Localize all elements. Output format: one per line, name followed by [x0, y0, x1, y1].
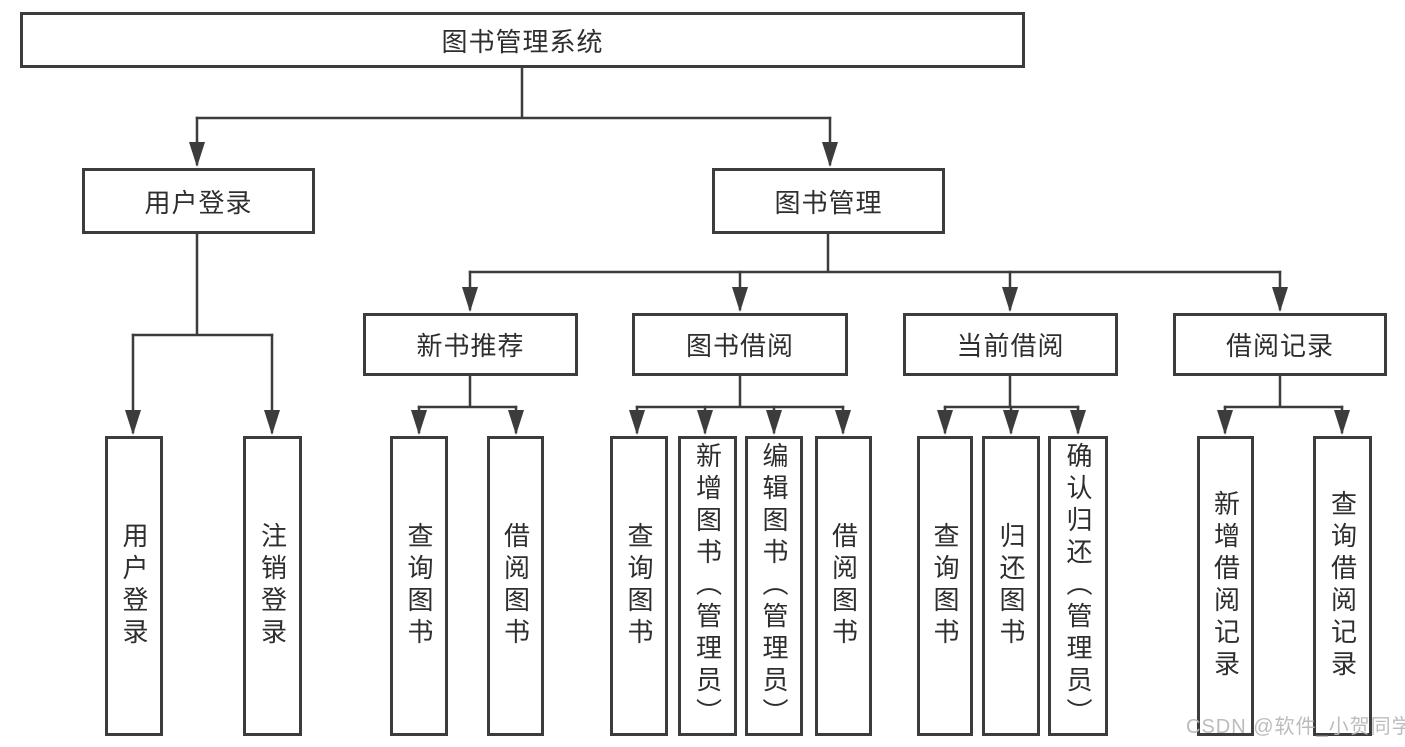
node-current-borrow-label: 当前借阅	[956, 331, 1065, 361]
node-book-borrow-label: 图书借阅	[685, 331, 794, 361]
node-borrow-records-label: 借阅记录	[1225, 331, 1334, 361]
node-leaf-bb-borrow-books: 借阅图书	[815, 436, 872, 736]
node-leaf-cb-confirm-return: 确认归还（管理员）	[1048, 436, 1108, 736]
node-leaf-bb-query-books-label: 查询图书	[624, 522, 654, 650]
node-leaf-bb-add-books: 新增图书（管理员）	[678, 436, 737, 736]
connector-book-mgmt-children	[462, 232, 1288, 312]
node-new-book-rec-label: 新书推荐	[416, 331, 525, 361]
node-leaf-cb-confirm-return-label: 确认归还（管理员）	[1063, 442, 1093, 730]
node-leaf-logout: 注销登录	[243, 436, 302, 736]
node-leaf-bb-edit-books-label: 编辑图书（管理员）	[759, 442, 789, 730]
connector-current-borrow-children	[937, 374, 1086, 435]
node-leaf-bb-borrow-books-label: 借阅图书	[828, 522, 859, 650]
connector-user-login-children	[125, 232, 280, 435]
connector-root-children	[189, 66, 838, 167]
node-new-book-rec: 新书推荐	[363, 313, 578, 376]
node-book-mgmt-label: 图书管理	[774, 187, 883, 218]
connector-new-book-rec-children	[411, 374, 524, 435]
node-leaf-rec-query-books: 查询图书	[390, 436, 448, 736]
connector-book-borrow-children	[629, 374, 851, 435]
node-root-label: 图书管理系统	[441, 26, 604, 57]
node-leaf-br-add-record: 新增借阅记录	[1197, 436, 1254, 736]
node-leaf-rec-query-books-label: 查询图书	[404, 522, 434, 650]
node-leaf-cb-return-books-label: 归还图书	[996, 522, 1026, 650]
node-leaf-rec-borrow-books-label: 借阅图书	[500, 522, 531, 650]
node-leaf-cb-return-books: 归还图书	[982, 436, 1040, 736]
node-leaf-bb-add-books-label: 新增图书（管理员）	[692, 442, 723, 730]
node-user-login: 用户登录	[82, 168, 315, 234]
node-leaf-logout-label: 注销登录	[257, 522, 288, 650]
node-leaf-cb-query-books-label: 查询图书	[930, 522, 960, 650]
node-current-borrow: 当前借阅	[903, 313, 1118, 376]
node-leaf-cb-query-books: 查询图书	[917, 436, 973, 736]
connector-borrow-records-children	[1217, 374, 1350, 435]
node-book-borrow: 图书借阅	[632, 313, 848, 376]
node-leaf-br-query-record: 查询借阅记录	[1313, 436, 1372, 736]
node-leaf-br-add-record-label: 新增借阅记录	[1210, 490, 1241, 682]
csdn-watermark: CSDN @软件_小贺同学	[1186, 716, 1405, 738]
node-book-mgmt: 图书管理	[712, 168, 945, 234]
node-leaf-rec-borrow-books: 借阅图书	[487, 436, 544, 736]
node-borrow-records: 借阅记录	[1173, 313, 1387, 376]
node-leaf-user-login-label: 用户登录	[119, 522, 149, 650]
node-leaf-bb-edit-books: 编辑图书（管理员）	[745, 436, 803, 736]
node-user-login-label: 用户登录	[144, 187, 253, 218]
node-leaf-br-query-record-label: 查询借阅记录	[1327, 490, 1358, 682]
node-root: 图书管理系统	[20, 12, 1025, 68]
node-leaf-bb-query-books: 查询图书	[610, 436, 668, 736]
node-leaf-user-login: 用户登录	[105, 436, 163, 736]
